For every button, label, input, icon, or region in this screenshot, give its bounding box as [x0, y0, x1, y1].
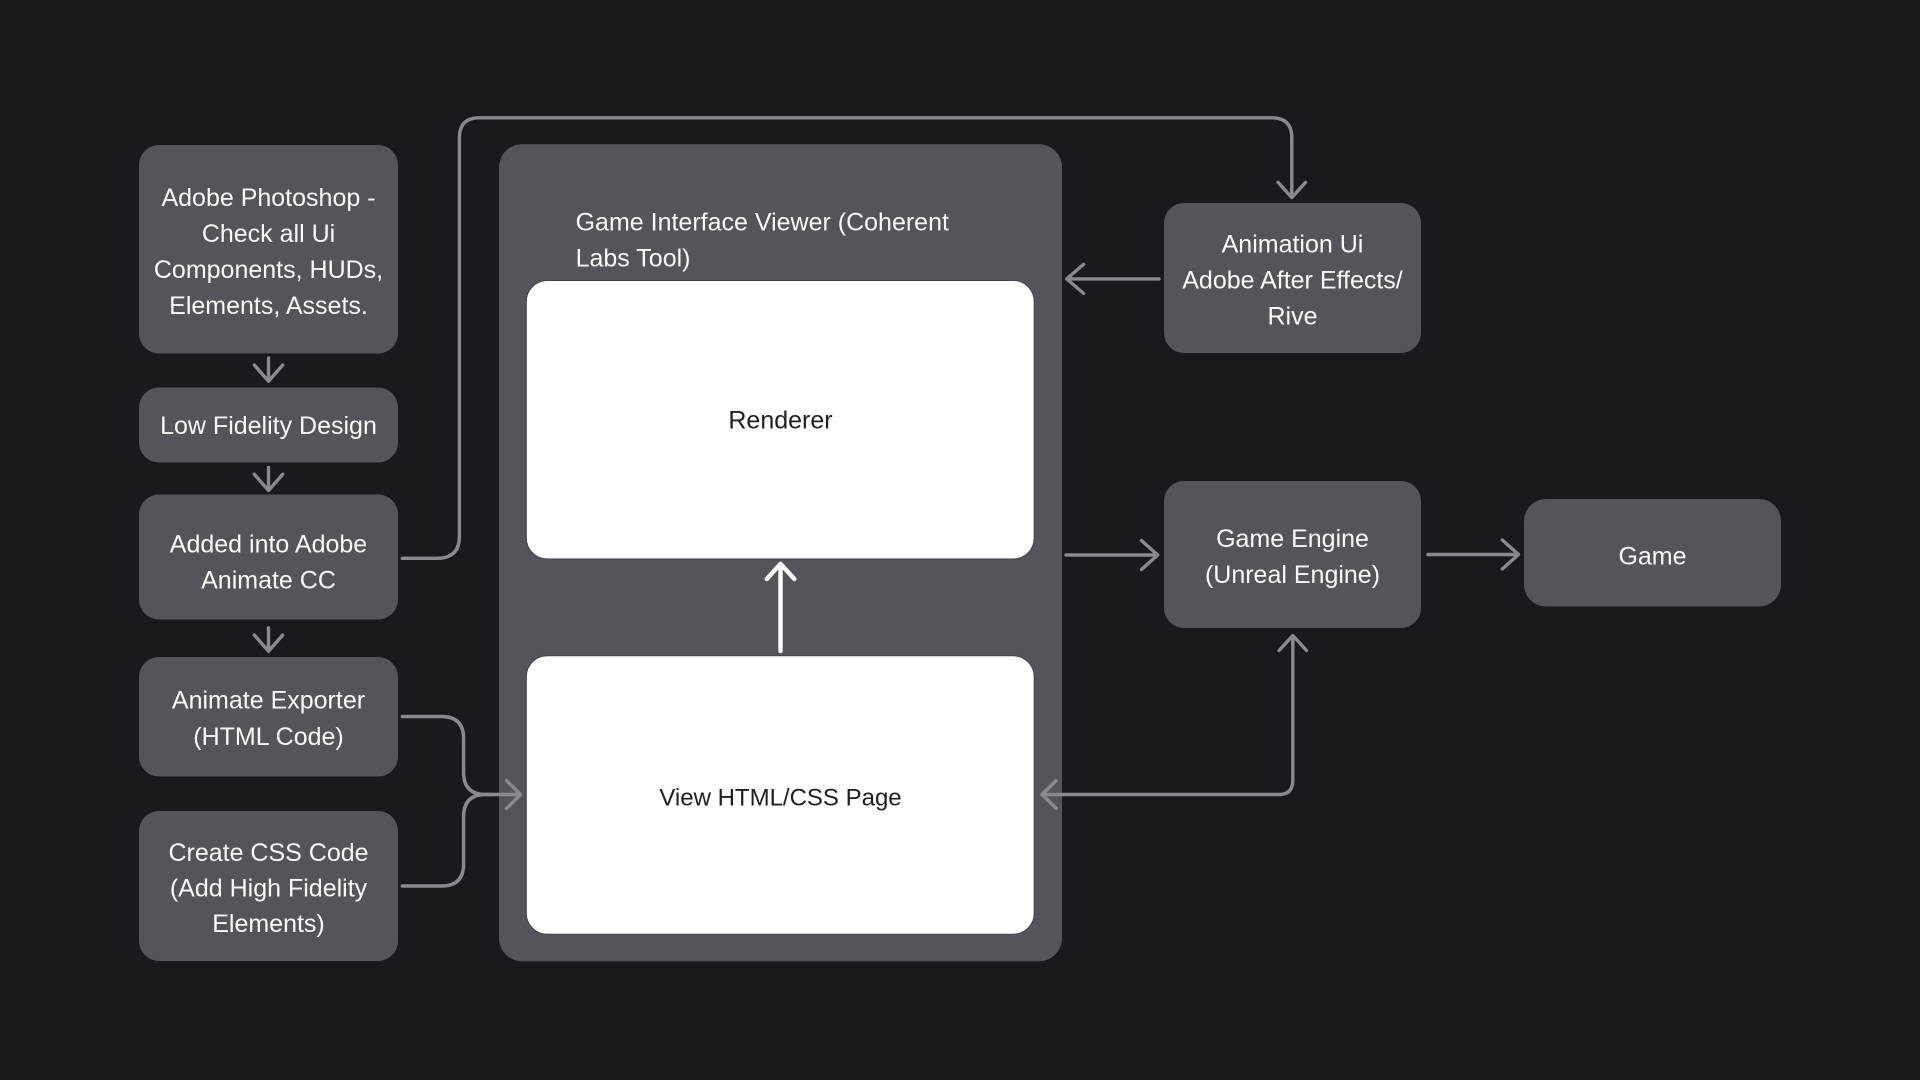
svg-text:(HTML Code): (HTML Code) — [193, 723, 344, 751]
svg-text:Create CSS Code: Create CSS Code — [168, 839, 368, 867]
svg-text:Elements): Elements) — [212, 910, 325, 938]
svg-text:Elements, Assets.: Elements, Assets. — [169, 292, 368, 320]
svg-text:Adobe Photoshop -: Adobe Photoshop - — [161, 184, 375, 212]
svg-text:Animation Ui: Animation Ui — [1222, 231, 1364, 259]
svg-text:Rive: Rive — [1267, 303, 1317, 331]
svg-text:Game: Game — [1618, 543, 1686, 571]
svg-text:(Add High Fidelity: (Add High Fidelity — [170, 875, 368, 903]
svg-text:Adobe After Effects/: Adobe After Effects/ — [1182, 267, 1403, 295]
svg-text:Components, HUDs,: Components, HUDs, — [154, 256, 383, 284]
svg-text:Animate CC: Animate CC — [201, 567, 336, 595]
svg-text:Check all Ui: Check all Ui — [202, 220, 335, 248]
svg-text:Game Engine: Game Engine — [1216, 525, 1369, 553]
svg-text:Labs Tool): Labs Tool) — [576, 245, 691, 273]
svg-text:Low Fidelity Design: Low Fidelity Design — [160, 412, 377, 440]
svg-text:Game Interface Viewer (Coheren: Game Interface Viewer (Coherent — [576, 208, 949, 236]
svg-text:View HTML/CSS Page: View HTML/CSS Page — [659, 785, 901, 812]
svg-text:Added into Adobe: Added into Adobe — [170, 531, 367, 559]
svg-text:(Unreal Engine): (Unreal Engine) — [1205, 561, 1380, 589]
svg-text:Renderer: Renderer — [728, 407, 832, 435]
svg-text:Animate Exporter: Animate Exporter — [172, 687, 365, 715]
